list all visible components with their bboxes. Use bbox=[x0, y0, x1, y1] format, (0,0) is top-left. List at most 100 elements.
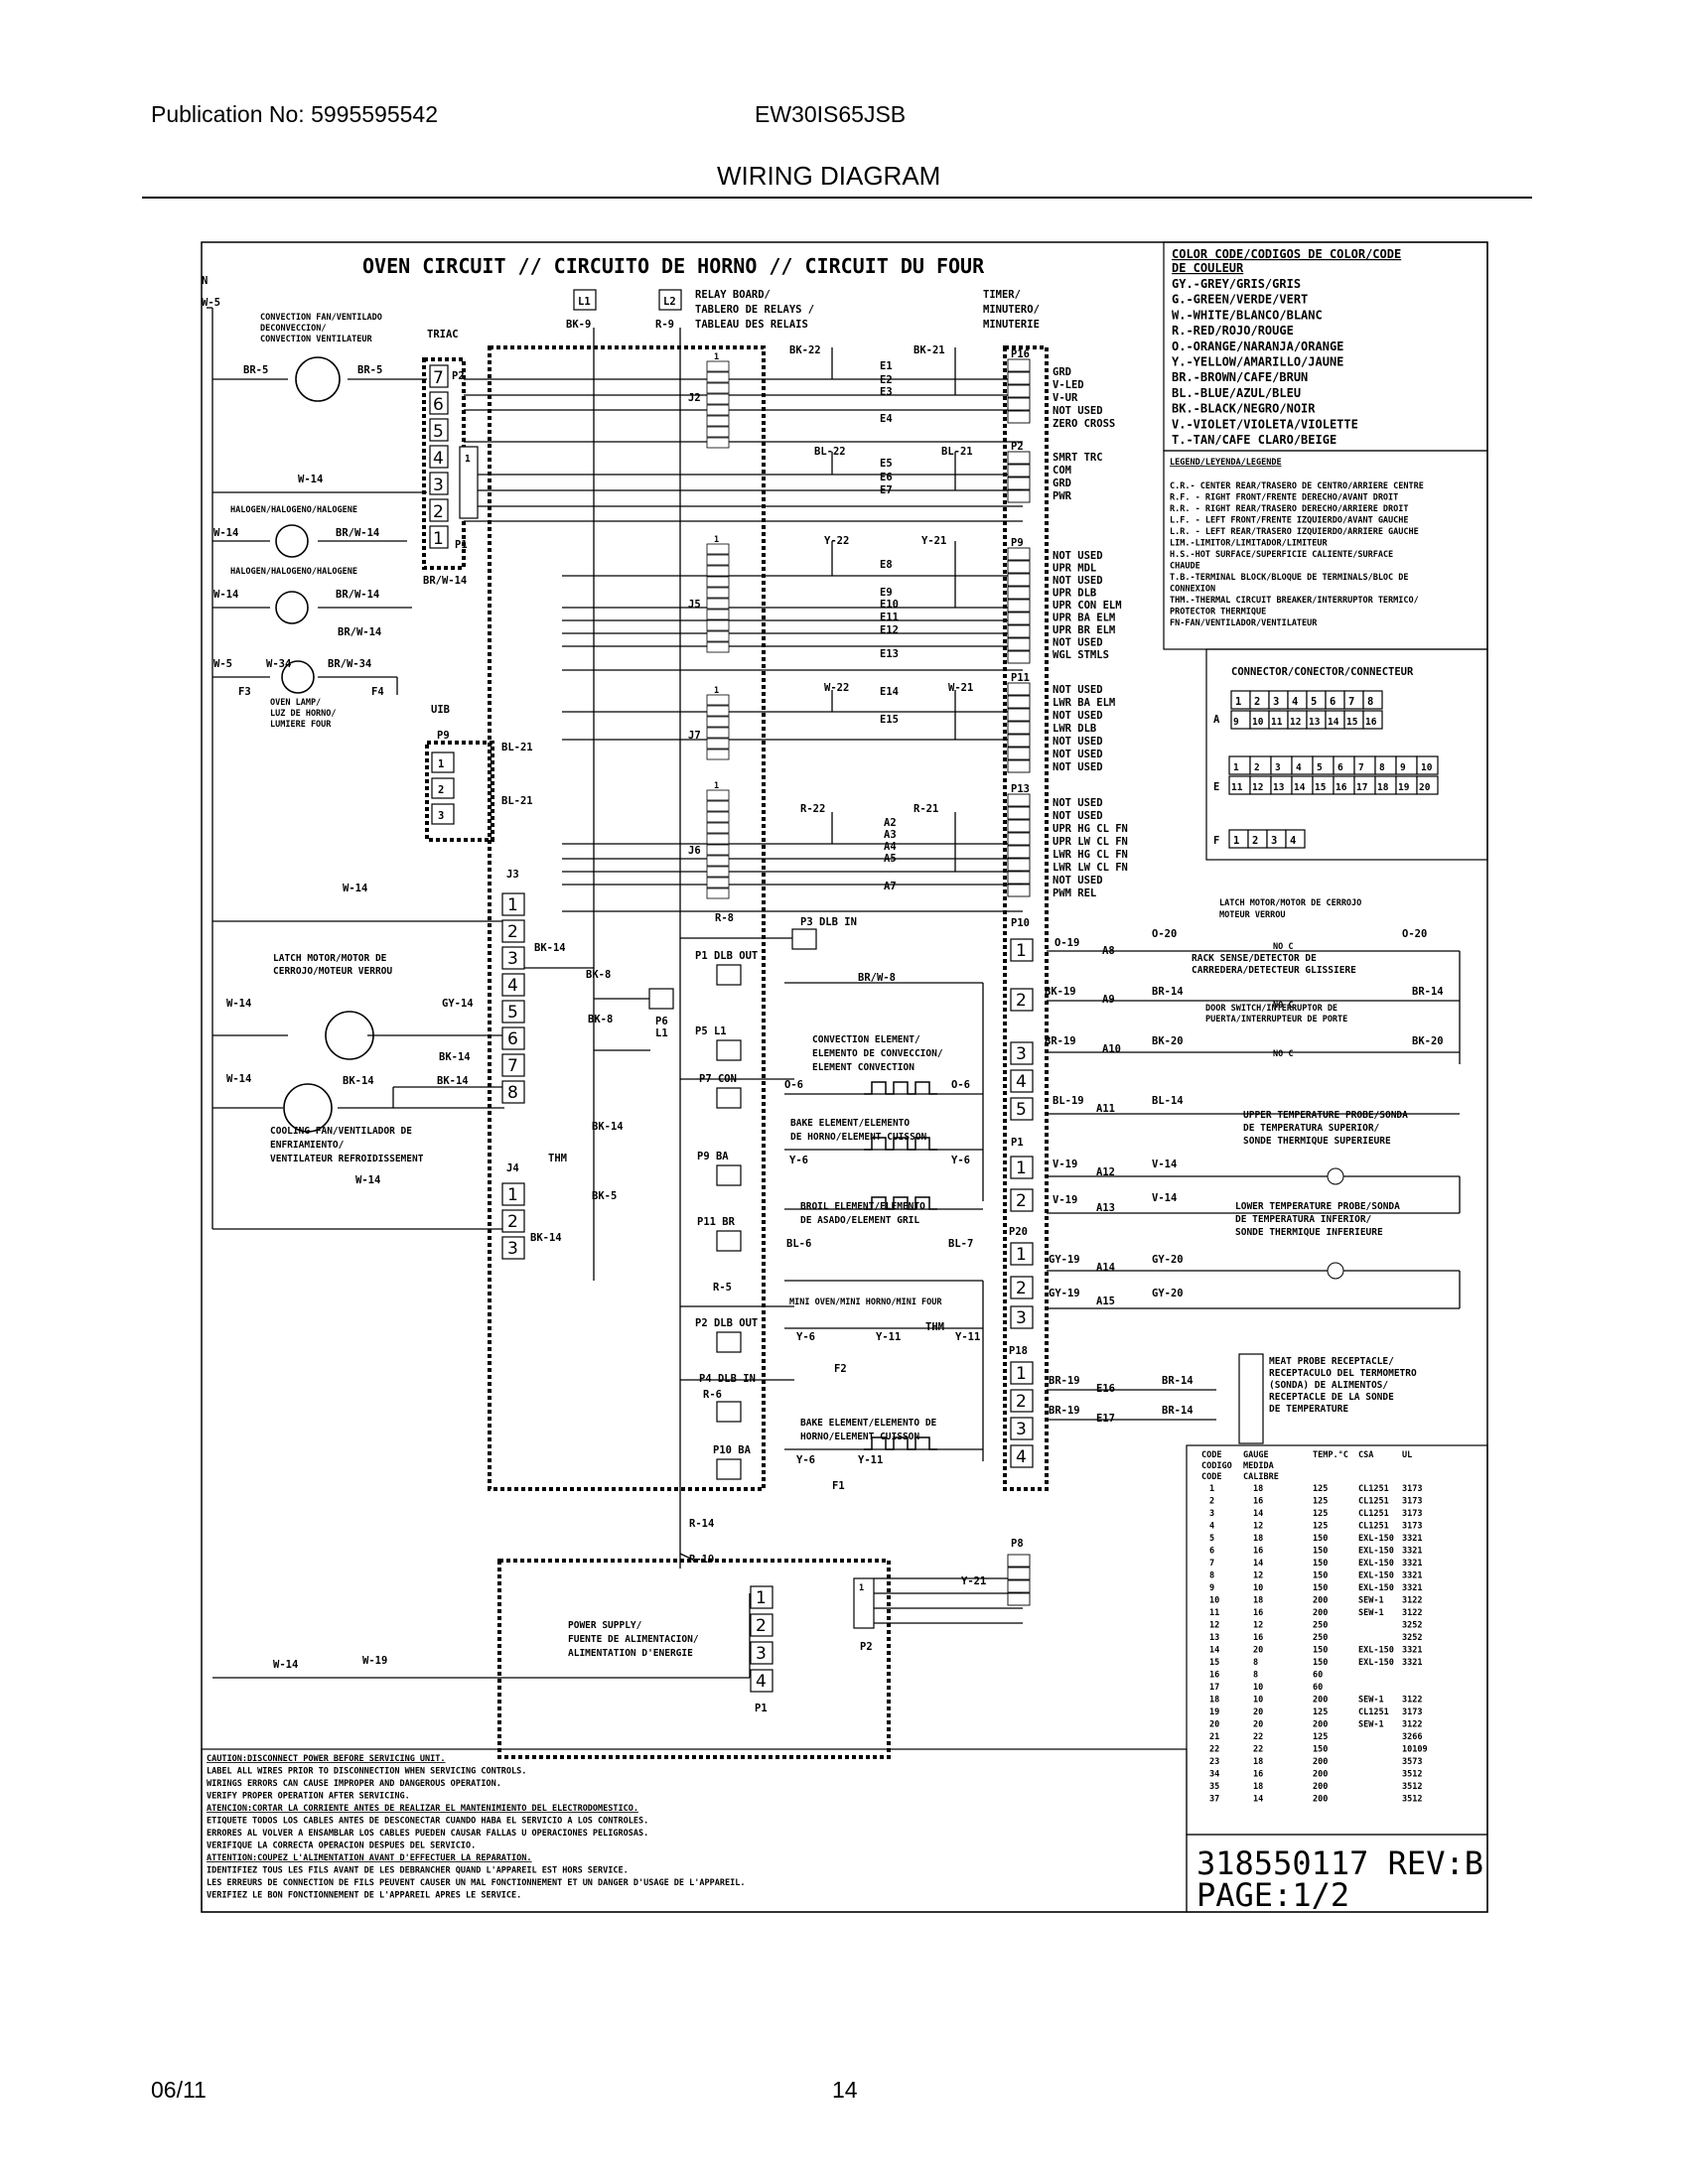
p10-pin bbox=[1010, 988, 1034, 1012]
p10-pin-number: 4 bbox=[1016, 1072, 1027, 1092]
legend-item: C.R.- CENTER REAR/TRASERO DE CENTRO/ARRI… bbox=[1170, 481, 1424, 491]
gauge-table-cell: 20 bbox=[1253, 1707, 1263, 1717]
thermal-label: THM bbox=[925, 1321, 944, 1333]
wire-label: BL-21 bbox=[501, 742, 533, 753]
wire-label: BR/W-34 bbox=[328, 658, 371, 670]
gauge-table-cell: 16 bbox=[1253, 1547, 1263, 1557]
j-pin bbox=[706, 609, 730, 620]
connector-a-number: 16 bbox=[1365, 717, 1377, 728]
j-pin bbox=[706, 749, 730, 760]
p8-pin bbox=[1007, 1567, 1031, 1580]
neutral-label: N bbox=[202, 275, 208, 287]
gauge-table-cell: 8 bbox=[1253, 1671, 1258, 1681]
connector-e-number: 7 bbox=[1358, 762, 1364, 773]
halogen-lamp-1 bbox=[275, 524, 309, 558]
gauge-table-cell: 60 bbox=[1313, 1671, 1323, 1681]
connector-label: P1 bbox=[1011, 1137, 1024, 1149]
gauge-table-cell: 3 bbox=[1209, 1509, 1214, 1519]
gauge-table-box bbox=[1186, 1444, 1488, 1836]
wire-label: GY-20 bbox=[1152, 1288, 1184, 1299]
connector-label: J3 bbox=[506, 869, 519, 881]
gauge-table-cell: 250 bbox=[1313, 1621, 1328, 1631]
convection-fan-label: DECONVECCION/ bbox=[260, 324, 327, 334]
gauge-table-cell: 16 bbox=[1253, 1633, 1263, 1643]
j-pin bbox=[706, 415, 730, 427]
gauge-table-cell: 12 bbox=[1253, 1522, 1263, 1532]
p18-pin bbox=[1010, 1361, 1034, 1385]
connector-label: P9 bbox=[1011, 537, 1024, 549]
caution-text: VERIFIQUE LA CORRECTA OPERACION DESPUES … bbox=[207, 1842, 476, 1851]
convection-fan-label: CONVECTION VENTILATEUR bbox=[260, 335, 372, 344]
footer-page-number: 14 bbox=[832, 2077, 858, 2103]
connector-a-number: 9 bbox=[1233, 717, 1239, 728]
wire-label: BK-20 bbox=[1412, 1035, 1444, 1047]
wire-label: BR-5 bbox=[357, 364, 382, 376]
connector-a-number: 4 bbox=[1292, 696, 1298, 708]
pin-label: 1 bbox=[714, 686, 719, 696]
j4-pin-number: 1 bbox=[507, 1185, 518, 1205]
upper-probe-label: SONDE THERMIQUE SUPERIEURE bbox=[1243, 1136, 1391, 1147]
j-pin bbox=[706, 789, 730, 801]
p1-pin-number: 2 bbox=[1016, 1191, 1027, 1211]
p18-pin-number: 3 bbox=[1016, 1420, 1027, 1439]
p8-pin bbox=[1007, 1554, 1031, 1568]
l2-label: L2 bbox=[663, 296, 676, 308]
timer-outline bbox=[1003, 345, 1049, 1491]
p13-signal: LWR LW CL FN bbox=[1053, 862, 1128, 874]
fuse-label: F1 bbox=[832, 1480, 845, 1492]
convection-element bbox=[864, 1081, 937, 1095]
terminal-label: P7 CON bbox=[699, 1073, 737, 1085]
gauge-table-cell: 3512 bbox=[1402, 1770, 1422, 1780]
wire-label: BK-19 bbox=[1045, 986, 1076, 998]
j-pin bbox=[706, 844, 730, 856]
l1-label: L1 bbox=[578, 296, 591, 308]
gauge-table-cell: 6 bbox=[1209, 1547, 1214, 1557]
connector-e-number: 8 bbox=[1379, 762, 1385, 773]
wire-label: W-14 bbox=[343, 883, 367, 894]
p9-pin bbox=[1007, 599, 1031, 613]
p10-pin bbox=[1010, 938, 1034, 962]
pin-label: 1 bbox=[714, 352, 719, 362]
wire-label: BK-14 bbox=[534, 942, 566, 954]
caution-text: LES ERREURS DE CONNECTION DE FILS PEUVEN… bbox=[207, 1878, 745, 1888]
p10-terminal bbox=[716, 1458, 742, 1480]
j3-pin bbox=[501, 1080, 525, 1104]
cooling-fan-label: ENFRIAMIENTO/ bbox=[270, 1140, 345, 1151]
connector-f-cell bbox=[1285, 829, 1306, 849]
j3-pin bbox=[501, 919, 525, 943]
legend-item: LIM.-LIMITOR/LIMITADOR/LIMITEUR bbox=[1170, 539, 1329, 549]
wire-label: GY-14 bbox=[442, 998, 474, 1010]
wire-label: R-9 bbox=[655, 319, 674, 331]
power-supply-pin-number: 1 bbox=[756, 1588, 767, 1608]
uib-pin-number: 1 bbox=[438, 758, 444, 770]
p9-pin bbox=[1007, 612, 1031, 625]
caution-text: LABEL ALL WIRES PRIOR TO DISCONNECTION W… bbox=[207, 1767, 526, 1777]
connector-type-label: F bbox=[1213, 835, 1219, 847]
power-supply-pin bbox=[750, 1585, 774, 1609]
p9-pin bbox=[1007, 560, 1031, 574]
connector-box bbox=[1205, 648, 1488, 861]
j3-pin-number: 5 bbox=[507, 1003, 518, 1023]
legend-item: THM.-THERMAL CIRCUIT BREAKER/INTERRUPTOR… bbox=[1170, 596, 1419, 606]
legend-item: L.R. - LEFT REAR/TRASERO IZQUIERDO/ARRIE… bbox=[1170, 527, 1419, 537]
gauge-table-cell: 11 bbox=[1209, 1608, 1219, 1618]
gauge-table-cell: 125 bbox=[1313, 1522, 1328, 1532]
rack-sense-label: RACK SENSE/DETECTOR DE bbox=[1192, 953, 1317, 964]
gauge-table-cell: 3122 bbox=[1402, 1696, 1422, 1706]
connector-label: P10 bbox=[1011, 917, 1030, 929]
j-pin bbox=[706, 822, 730, 834]
gauge-table-header: CODE bbox=[1201, 1450, 1221, 1460]
connector-a-number: 14 bbox=[1328, 717, 1339, 728]
gauge-table-cell: 150 bbox=[1313, 1646, 1328, 1656]
gauge-table-cell: 10 bbox=[1253, 1683, 1263, 1693]
p1-terminal bbox=[716, 964, 742, 986]
gauge-table-cell: 3122 bbox=[1402, 1720, 1422, 1730]
p6-terminal bbox=[648, 988, 674, 1010]
wire-label: BK-8 bbox=[588, 1014, 613, 1025]
color-code-item: BK.-BLACK/NEGRO/NOIR bbox=[1172, 402, 1316, 416]
j-pin bbox=[706, 630, 730, 642]
p9-pin bbox=[1007, 650, 1031, 664]
wire-label: E16 bbox=[1096, 1383, 1115, 1395]
connector-label: P1 bbox=[455, 539, 468, 551]
color-code-title: COLOR CODE/CODIGOS DE COLOR/CODE bbox=[1172, 247, 1401, 261]
